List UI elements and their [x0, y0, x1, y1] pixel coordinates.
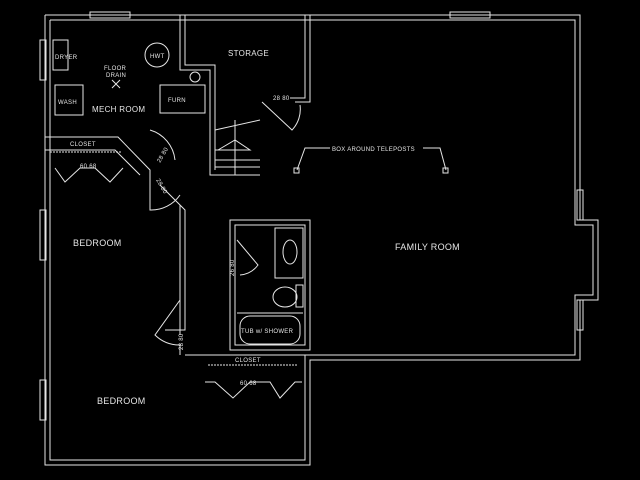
- bathroom: [229, 219, 311, 351]
- label-storage: STORAGE: [228, 49, 269, 58]
- mech-room-walls: [52, 15, 260, 176]
- stairs: [214, 119, 261, 175]
- label-teleposts: BOX AROUND TELEPOSTS: [332, 147, 415, 153]
- label-closet-1: CLOSET: [70, 142, 96, 148]
- closet-1: [45, 136, 151, 183]
- closet-2: [185, 354, 305, 399]
- label-bedroom-1: BEDROOM: [73, 238, 122, 248]
- windows: [39, 11, 584, 421]
- washer-appliance: [54, 84, 84, 116]
- label-furn: FURN: [168, 98, 186, 104]
- label-closet1-bifold: 60 68: [80, 164, 97, 170]
- label-mech-door: 28 80: [157, 146, 171, 164]
- label-bed1-door: 28 80: [154, 178, 168, 196]
- label-mech-room: MECH ROOM: [92, 105, 145, 114]
- storage-walls: [261, 15, 311, 131]
- label-hwt: HWT: [150, 54, 165, 60]
- sink: [282, 239, 298, 265]
- label-family-room: FAMILY ROOM: [395, 242, 460, 252]
- floor-drain-icon: [111, 79, 121, 89]
- label-closet2-bifold: 60 68: [240, 381, 257, 387]
- label-bedroom-2: BEDROOM: [97, 396, 146, 406]
- label-tub-shower: TUB w/ SHOWER: [241, 329, 294, 335]
- label-storage-door: 28 80: [273, 96, 290, 102]
- label-wash: WASH: [58, 100, 77, 106]
- teleposts: [293, 147, 449, 174]
- label-bed2-door: 28 80: [179, 333, 185, 350]
- tub: [239, 315, 301, 345]
- furnace: [159, 84, 206, 114]
- label-dryer: DRYER: [55, 55, 78, 61]
- dryer-appliance: [52, 39, 69, 71]
- label-floor-drain-2: DRAIN: [106, 73, 126, 79]
- label-closet-2: CLOSET: [235, 358, 261, 364]
- toilet: [272, 286, 298, 308]
- label-floor-drain-1: FLOOR: [104, 66, 127, 72]
- label-bath-door: 26 80: [230, 259, 236, 276]
- hwt-tank: [144, 42, 170, 68]
- hall-doors: [149, 129, 186, 355]
